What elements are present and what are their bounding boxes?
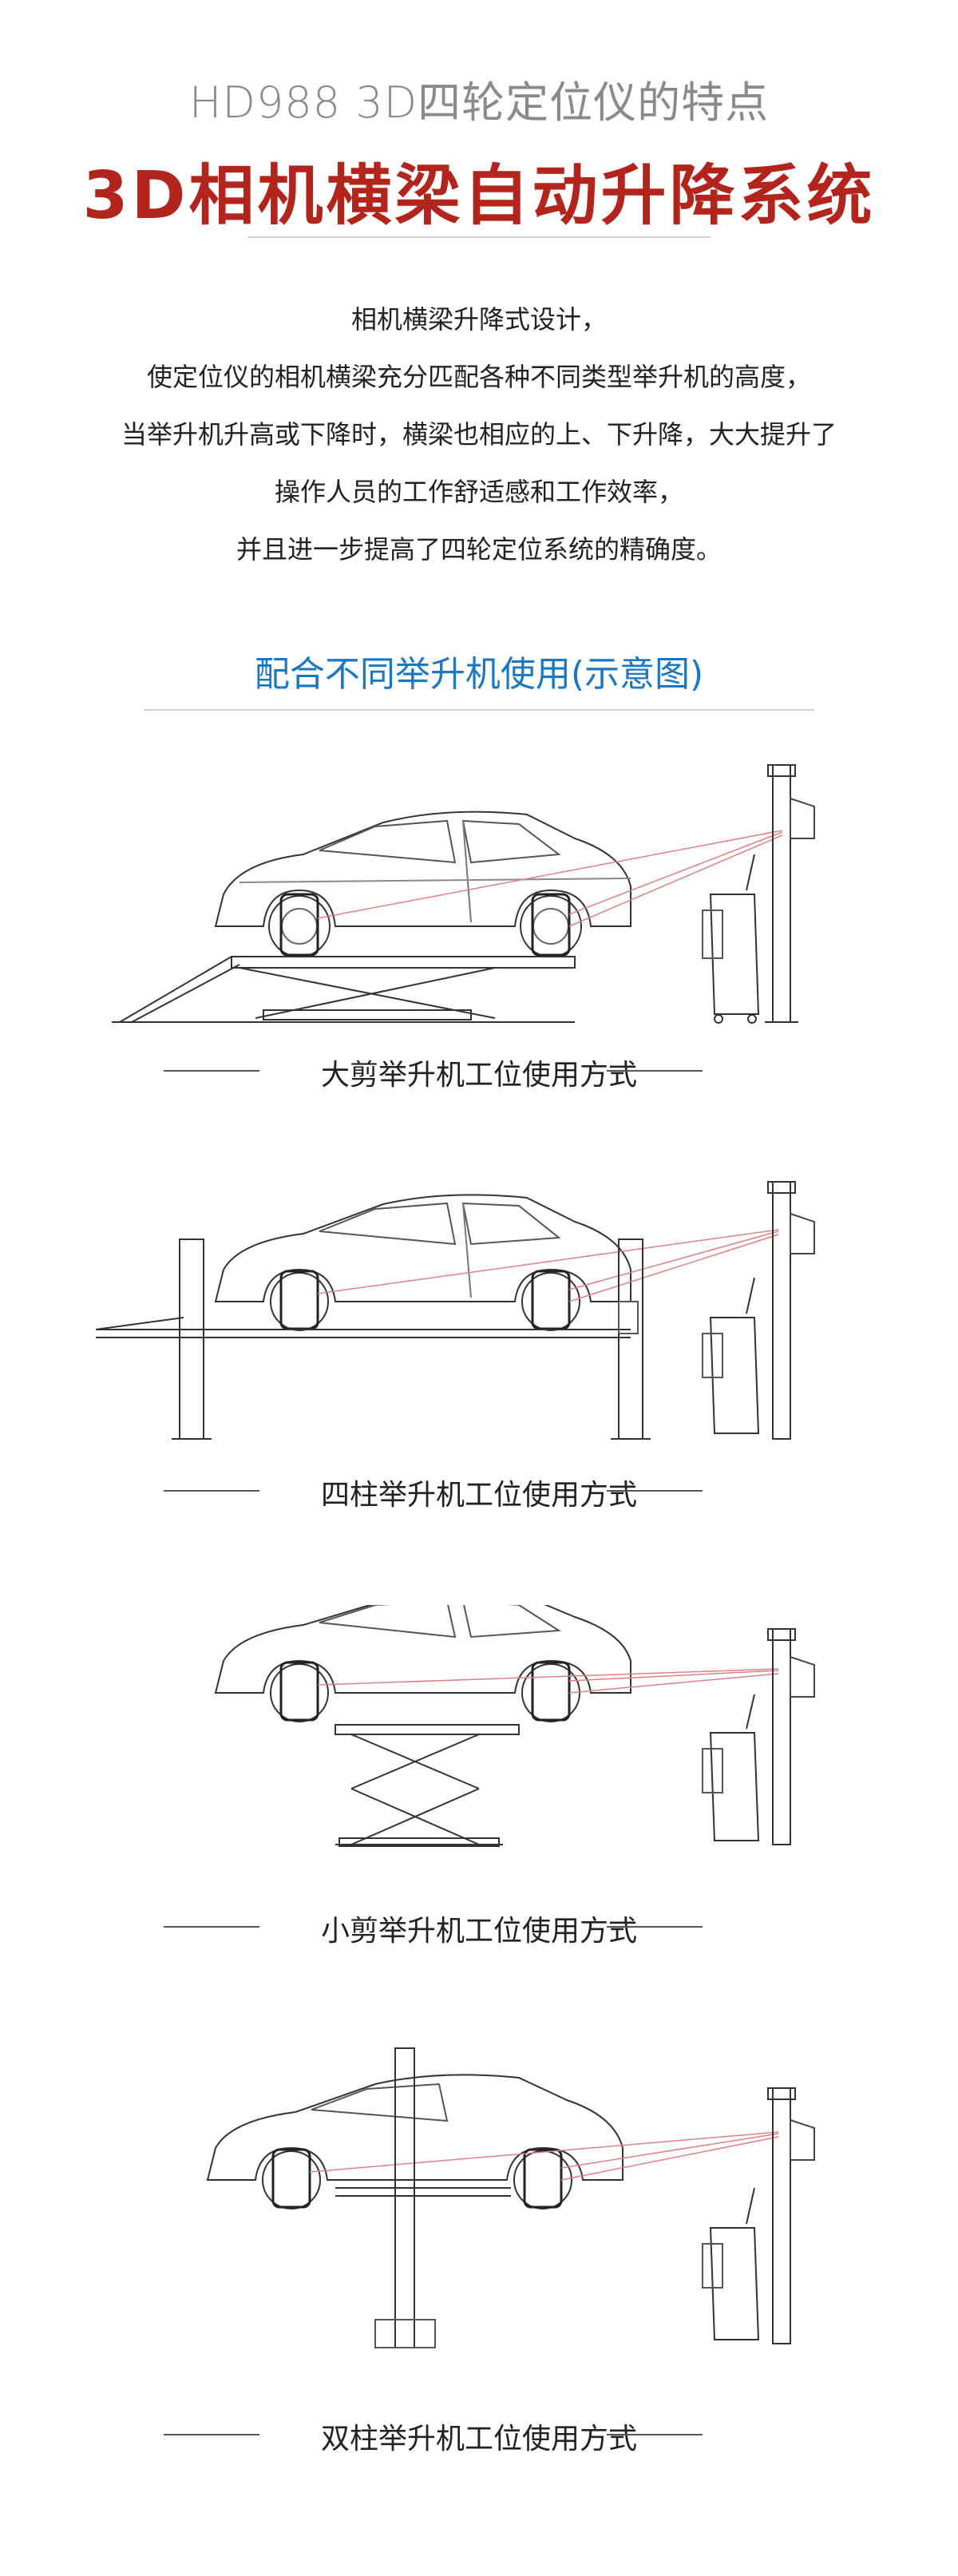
caption-four-post-lift: 四柱举升机工位使用方式 — [320, 1479, 637, 1512]
caption-line-left — [164, 2434, 259, 2435]
four-post-lift — [95, 1238, 651, 1440]
diagram-four-post-lift — [0, 1174, 958, 1453]
caption-line-left — [164, 1490, 259, 1492]
diagram-large-scissor-lift — [0, 751, 958, 1038]
caption-line-right — [607, 2434, 703, 2435]
description-line: 操作人员的工作舒适感和工作效率， — [274, 477, 683, 507]
rear-wheel-target — [513, 2148, 572, 2209]
large-scissor-lift — [112, 956, 576, 1023]
page-title: 3D相机横梁自动升降系统 — [82, 158, 876, 234]
alignment-cabinet — [702, 854, 760, 1024]
title-divider — [247, 236, 711, 238]
alignment-cabinet — [702, 1694, 760, 1841]
caption-line-right — [607, 1070, 703, 1072]
front-wheel-target — [270, 1270, 329, 1331]
diagram-small-scissor-lift — [0, 1605, 958, 1884]
diagram-two-post-lift — [0, 2044, 958, 2364]
description-line: 当举升机升高或下降时，横梁也相应的上、下升降，大大提升了 — [121, 419, 837, 450]
alignment-cabinet — [702, 1277, 760, 1434]
small-scissor-lift — [335, 1724, 520, 1847]
camera-column — [767, 2087, 815, 2344]
alignment-cabinet — [702, 2187, 760, 2340]
two-post-lift-illustration — [206, 2047, 815, 2348]
camera-beams — [317, 1229, 779, 1302]
rear-wheel-target — [521, 1661, 580, 1722]
caption-line-left — [164, 1070, 259, 1072]
car-illustration — [214, 810, 631, 927]
caption-line-right — [607, 1926, 703, 1928]
large-scissor-lift-illustration — [112, 764, 815, 1024]
caption-small-scissor-lift: 小剪举升机工位使用方式 — [320, 1915, 637, 1948]
caption-two-post-lift: 双柱举升机工位使用方式 — [320, 2423, 637, 2455]
caption-large-scissor-lift: 大剪举升机工位使用方式 — [320, 1059, 637, 1092]
section-divider — [144, 709, 814, 711]
camera-column — [765, 764, 815, 1023]
caption-line-left — [164, 1926, 259, 1928]
front-wheel-target — [270, 1661, 329, 1722]
caption-line-right — [607, 1490, 703, 1492]
camera-beams — [317, 1668, 779, 1694]
camera-beams — [317, 830, 783, 927]
two-post-lift — [335, 2047, 511, 2348]
front-wheel-target — [262, 2148, 321, 2209]
camera-beams — [309, 2131, 779, 2181]
camera-column — [767, 1181, 815, 1440]
page-subtitle: HD988 3D四轮定位仪的特点 — [188, 77, 770, 128]
four-post-lift-illustration — [95, 1181, 815, 1440]
section-title: 配合不同举升机使用(示意图) — [254, 654, 704, 695]
small-scissor-lift-illustration — [214, 1605, 815, 1847]
description-line: 相机横梁升降式设计， — [350, 304, 607, 335]
description-line: 并且进一步提高了四轮定位系统的精确度。 — [236, 534, 722, 565]
camera-column — [767, 1628, 815, 1845]
front-wheel-target — [268, 893, 331, 957]
feature-description: 相机横梁升降式设计， 使定位仪的相机横梁充分匹配各种不同类型举升机的高度， 当举… — [0, 291, 958, 578]
description-line: 使定位仪的相机横梁充分匹配各种不同类型举升机的高度， — [146, 362, 811, 392]
